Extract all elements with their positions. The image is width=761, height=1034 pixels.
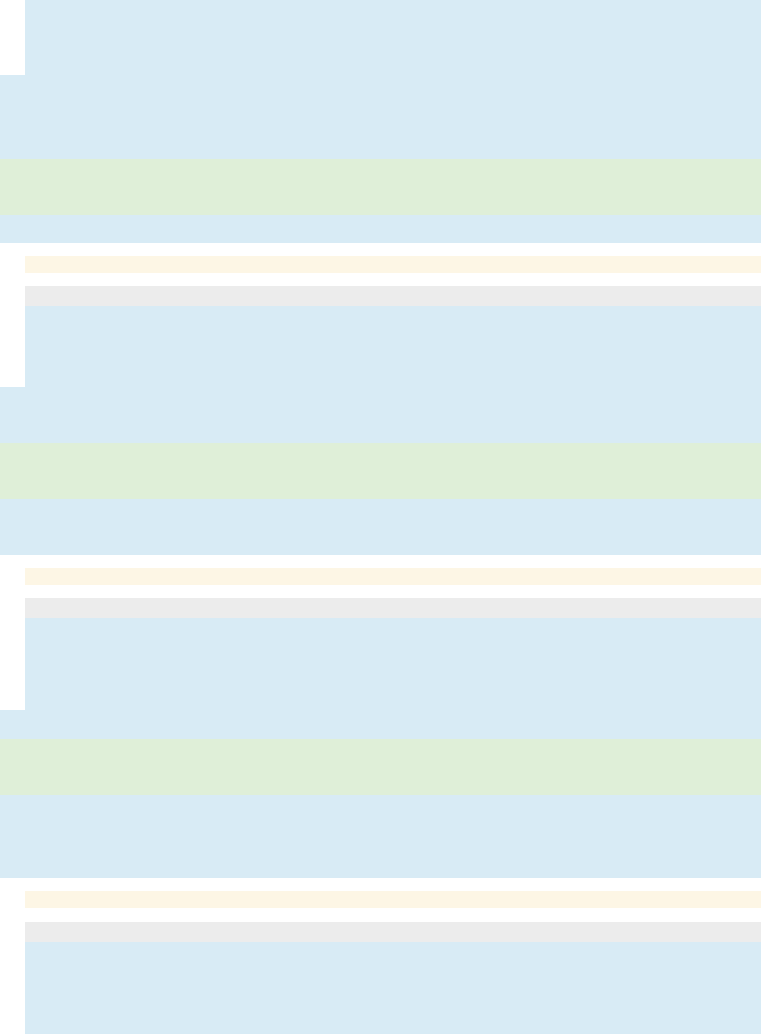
content-panel-full xyxy=(0,710,761,739)
notice-strip xyxy=(25,891,761,908)
content-panel-full xyxy=(0,215,761,243)
content-panel-indented xyxy=(25,618,761,710)
highlight-band xyxy=(0,739,761,795)
highlight-band xyxy=(0,159,761,215)
content-panel-full xyxy=(0,795,761,878)
header-bar xyxy=(25,922,761,942)
notice-strip xyxy=(25,256,761,273)
content-panel-full xyxy=(0,387,761,443)
highlight-band xyxy=(0,443,761,499)
header-bar xyxy=(25,598,761,618)
content-panel-indented xyxy=(25,0,761,75)
content-panel-full xyxy=(0,75,761,159)
header-bar xyxy=(25,286,761,306)
content-panel-indented xyxy=(25,306,761,387)
notice-strip xyxy=(25,568,761,585)
content-panel-full xyxy=(0,499,761,555)
content-panel-indented xyxy=(25,942,761,1034)
